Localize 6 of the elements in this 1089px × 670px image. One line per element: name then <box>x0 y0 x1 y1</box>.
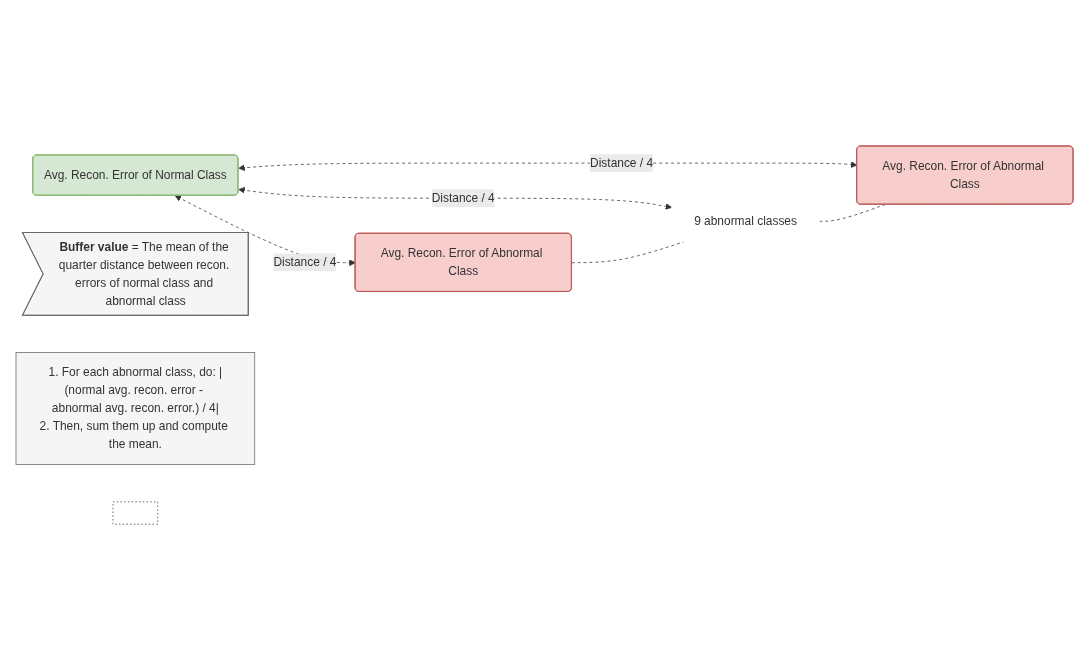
node-box <box>112 501 159 525</box>
node-box: 1. For each abnormal class, do: |(normal avg. recon. error - abnormal avg. recon. error.) / 4| 2. Then, sum them up and compute the mean. <box>15 352 256 465</box>
edge-label: Distance / 4 <box>273 255 337 269</box>
edge-label: Distance / 4 <box>431 191 495 205</box>
edge-label: Distance / 4 <box>590 156 654 169</box>
node-text: 9 abnormal classes <box>694 214 797 228</box>
